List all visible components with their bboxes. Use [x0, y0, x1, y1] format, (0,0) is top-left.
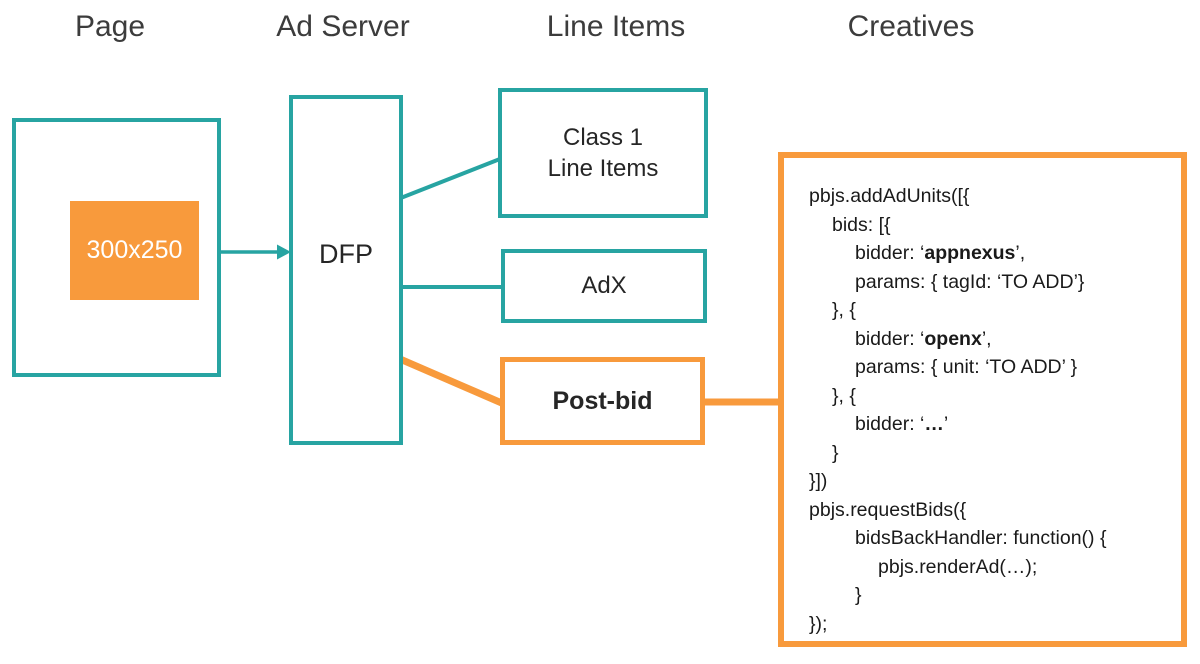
column-header-page: Page [74, 10, 146, 43]
column-header-creatives: Creatives [847, 10, 975, 43]
page-box: 300x250 [12, 118, 221, 377]
code-line: bidder: ‘appnexus’, [855, 242, 1026, 264]
code-line: bids: [{ [832, 213, 891, 236]
dfp-label: DFP [319, 239, 373, 269]
code-line: }, { [832, 384, 856, 407]
code-line: bidsBackHandler: function() { [855, 527, 1107, 549]
code-line: }]) [809, 470, 828, 492]
adx-box: AdX [501, 249, 707, 323]
connector-dfp-to-postbid [398, 355, 506, 408]
code-line: } [855, 584, 862, 606]
column-header-line-items: Line Items [546, 10, 686, 43]
code-line: } [832, 441, 839, 464]
code-line: pbjs.addAdUnits([{ [809, 185, 970, 207]
post-bid-label: Post-bid [552, 386, 653, 415]
connector-dfp-to-class1 [401, 155, 506, 200]
column-header-ad-server: Ad Server [276, 10, 410, 43]
post-bid-box: Post-bid [500, 357, 705, 445]
class1-line-items-box: Class 1 Line Items [498, 88, 708, 218]
class1-label-line2: Line Items [547, 155, 659, 182]
dfp-box: DFP [289, 95, 403, 445]
code-line: bidder: ‘openx’, [855, 327, 992, 350]
class1-label-line1: Class 1 [562, 124, 644, 151]
code-line: params: { tagId: ‘TO ADD’} [855, 270, 1085, 293]
code-line: params: { unit: ‘TO ADD’ } [855, 356, 1078, 378]
code-line: bidder: ‘…’ [855, 413, 949, 435]
adx-label: AdX [581, 272, 627, 299]
creatives-code-box: pbjs.addAdUnits([{ bids: [{ bidder: ‘appne… [778, 152, 1187, 647]
code-block: pbjs.addAdUnits([{ bids: [{ bidder: ‘appne… [809, 182, 1175, 638]
code-line: }, { [832, 299, 856, 321]
arrowhead-right-icon [277, 244, 291, 260]
code-line: pbjs.requestBids({ [809, 498, 967, 521]
ad-slot-box: 300x250 [70, 201, 199, 300]
code-line: }); [809, 612, 828, 635]
code-line: pbjs.renderAd(…); [878, 555, 1038, 578]
